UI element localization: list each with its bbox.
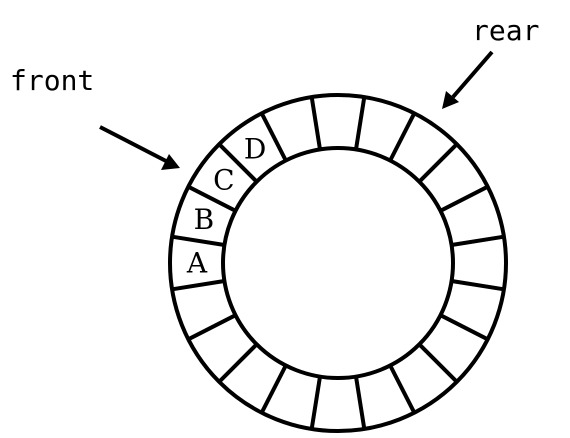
cell-divider xyxy=(217,142,259,184)
cell-divider xyxy=(309,96,322,150)
cell-divider xyxy=(439,184,489,213)
cell-divider xyxy=(259,112,288,162)
cell-divider xyxy=(309,376,322,430)
front-pointer: front xyxy=(10,64,180,170)
cell-divider xyxy=(354,96,367,150)
cell-label-b: B xyxy=(194,203,215,236)
rear-pointer: rear xyxy=(442,14,539,109)
cell-divider xyxy=(417,342,459,384)
cell-dividers xyxy=(171,96,505,430)
cell-divider xyxy=(451,234,505,247)
cell-divider xyxy=(187,313,237,342)
outer-ring xyxy=(168,93,508,433)
rear-label: rear xyxy=(472,14,539,47)
cell-divider xyxy=(388,364,417,414)
cell-divider xyxy=(171,234,225,247)
cell-divider xyxy=(217,342,259,384)
queue-ring xyxy=(168,93,508,433)
cell-divider xyxy=(171,279,225,292)
rear-arrow-shaft xyxy=(451,50,494,99)
cell-divider xyxy=(187,184,237,213)
cell-divider xyxy=(417,142,459,184)
front-arrow-shaft xyxy=(99,125,167,163)
rear-arrow-head xyxy=(442,91,459,109)
cell-label-a: A xyxy=(186,247,208,280)
front-label: front xyxy=(10,64,94,97)
cell-divider xyxy=(388,112,417,162)
front-arrow-head xyxy=(161,154,180,170)
inner-ring xyxy=(221,146,455,380)
cell-divider xyxy=(439,313,489,342)
cell-divider xyxy=(259,364,288,414)
cell-label-d: D xyxy=(244,132,266,165)
cell-label-c: C xyxy=(213,164,234,197)
cell-divider xyxy=(451,279,505,292)
cell-divider xyxy=(354,376,367,430)
